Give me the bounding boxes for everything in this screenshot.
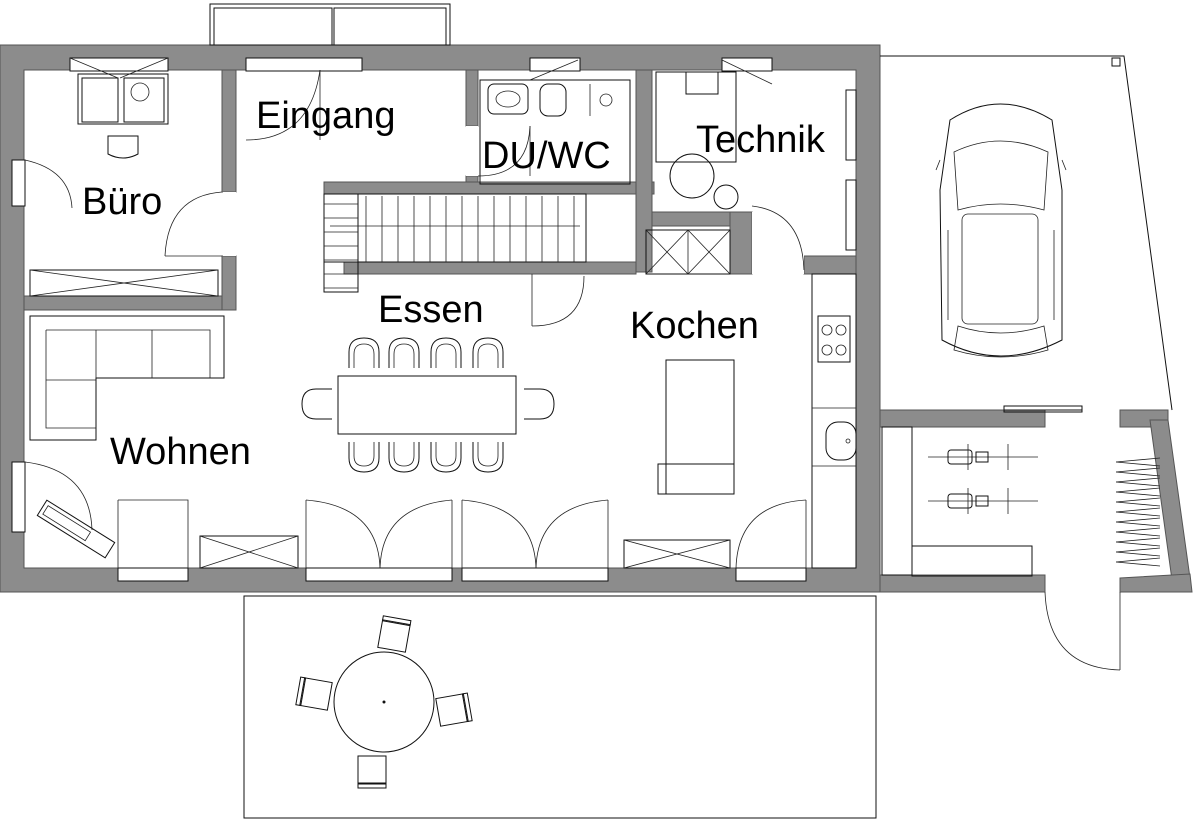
door-swing-garage [1044, 591, 1121, 671]
wall-kitchen-east [803, 255, 857, 275]
garage-wall-bottom [879, 574, 1046, 593]
door-swing-technik [751, 205, 805, 271]
staircase [323, 193, 587, 293]
carport [880, 55, 1173, 413]
door-swing-stair [531, 275, 585, 327]
dining-chair [388, 442, 420, 473]
door-swing-buero [164, 191, 223, 257]
door-swing-south-1 [118, 499, 189, 568]
garage-wall-top [879, 409, 1046, 428]
bike-storage [881, 426, 1161, 577]
door-swing-south-3a [461, 499, 537, 569]
wall-buero-east-bottom [221, 255, 237, 311]
sofa [29, 315, 225, 441]
window-eingang [245, 57, 363, 72]
label-technik: Technik [696, 119, 826, 161]
terrace-chair [295, 676, 333, 711]
technik-equipment [655, 71, 857, 251]
door-swing-south-4 [735, 499, 807, 569]
door-gap-bath [466, 126, 478, 176]
sideboard-south [199, 535, 731, 569]
room-labels: Büro Eingang DU/WC Technik Essen Kochen … [82, 95, 826, 473]
dining-table [337, 375, 517, 435]
wall-stair-south [343, 261, 637, 275]
office-cabinet [29, 269, 219, 297]
window-south-3 [461, 567, 609, 582]
door-gap-technik [752, 212, 804, 274]
door-swing-south-2a [305, 499, 381, 569]
door-swing-eingang [245, 69, 321, 141]
bath-fixtures [479, 79, 631, 185]
dining-chair [472, 337, 504, 368]
terrace [243, 595, 877, 819]
window-buero-west [11, 159, 26, 207]
dining-chair [348, 337, 380, 368]
wall-bath-west-top [465, 69, 479, 127]
label-wohnen: Wohnen [110, 431, 251, 473]
window-wohnen-west [11, 461, 26, 533]
dining-chair [348, 442, 380, 473]
label-kochen: Kochen [630, 305, 759, 347]
label-essen: Essen [378, 289, 484, 331]
wall-technik-south-b [729, 211, 753, 275]
window-technik [721, 57, 773, 72]
north-balcony [209, 3, 451, 46]
window-south-2 [305, 567, 453, 582]
terrace-chair [435, 692, 473, 727]
kitchen-counter [811, 273, 857, 569]
dining-chairs [301, 337, 555, 473]
windows [11, 57, 807, 582]
door-swing-wohnen-window [24, 461, 93, 531]
dining-chair [301, 388, 332, 420]
terrace-chair [377, 615, 412, 653]
label-du-wc: DU/WC [482, 135, 611, 177]
wall-technik-west [635, 69, 653, 273]
window-buero-north [69, 57, 169, 72]
door-swing-south-3b [535, 499, 609, 569]
wall-buero-east-top [221, 69, 237, 193]
door-swing-buero-window [24, 159, 73, 209]
door-swing-south-2b [379, 499, 453, 569]
dining-chair [430, 442, 462, 473]
storage-boxes [645, 229, 731, 275]
office-desk [77, 73, 169, 159]
door-swing-bath [477, 125, 531, 177]
lounge-chair [36, 499, 116, 559]
window-south-1 [117, 567, 189, 582]
window-south-4 [735, 567, 807, 582]
dining-chair [524, 388, 555, 420]
dining-chair [388, 337, 420, 368]
label-eingang: Eingang [256, 95, 395, 137]
walls [0, 44, 1193, 593]
garage-wall-bottom-right [1119, 573, 1193, 593]
car [935, 103, 1067, 358]
label-buero: Büro [82, 181, 162, 223]
dining-chair [472, 442, 504, 473]
dining-chair [430, 337, 462, 368]
window-bath [529, 57, 581, 72]
terrace-chair [357, 755, 387, 789]
kitchen-island [657, 359, 735, 495]
wall-buero-south [23, 295, 235, 311]
bike-1 [928, 444, 1038, 470]
bike-2 [928, 488, 1038, 514]
door-gap-buero [223, 192, 236, 256]
door-swings [24, 57, 1121, 671]
